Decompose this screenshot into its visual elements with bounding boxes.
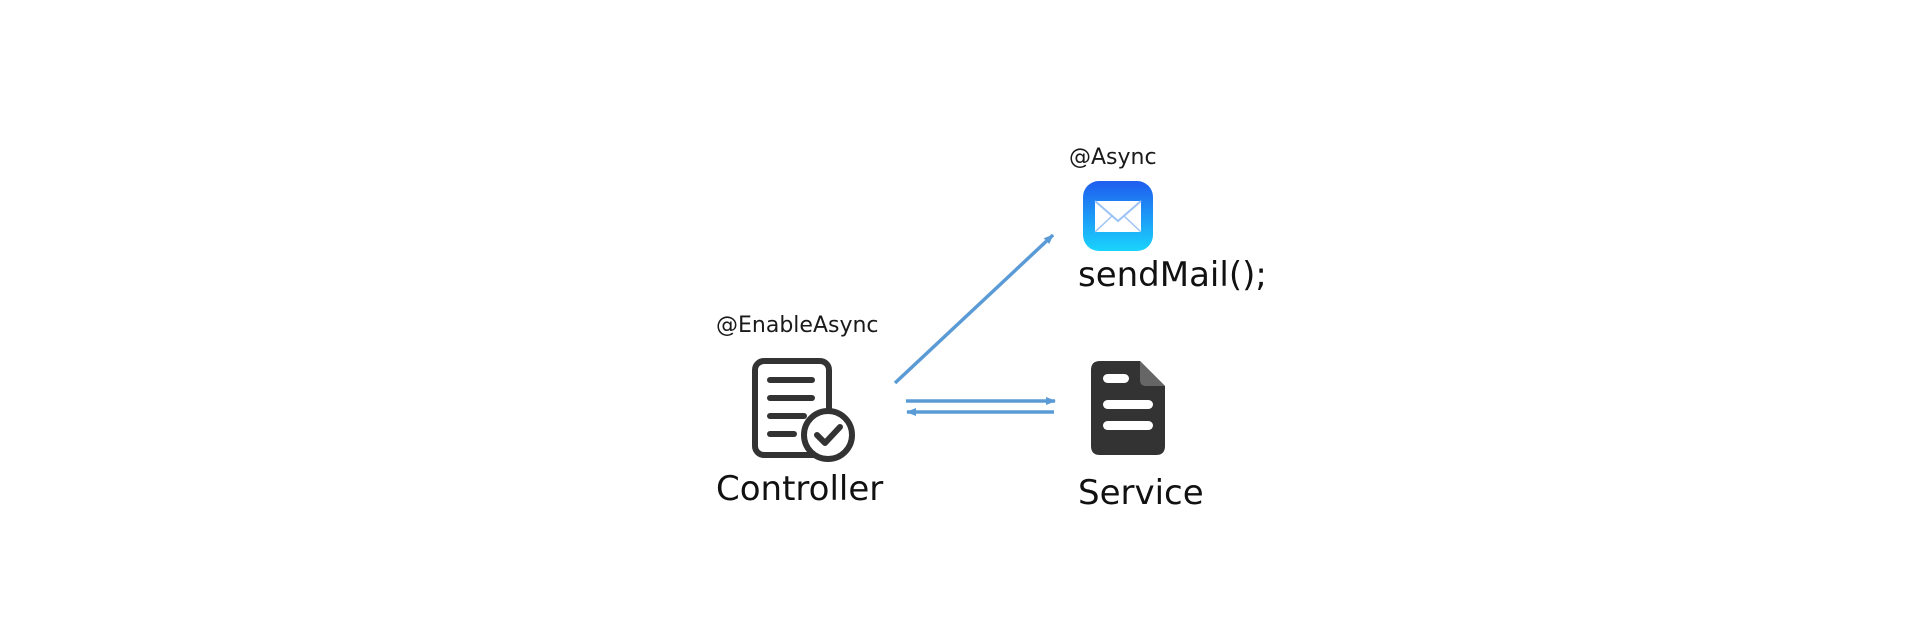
arrow-controller-to-mail bbox=[893, 233, 1055, 385]
mail-label: sendMail(); bbox=[1078, 255, 1267, 295]
service-label: Service bbox=[1078, 473, 1204, 513]
controller-label: Controller bbox=[716, 469, 884, 509]
document-check-icon bbox=[752, 358, 855, 462]
mail-envelope-icon bbox=[1083, 181, 1153, 251]
mail-annotation: @Async bbox=[1069, 145, 1157, 170]
controller-annotation: @EnableAsync bbox=[716, 313, 879, 338]
document-file-icon bbox=[1091, 361, 1165, 455]
